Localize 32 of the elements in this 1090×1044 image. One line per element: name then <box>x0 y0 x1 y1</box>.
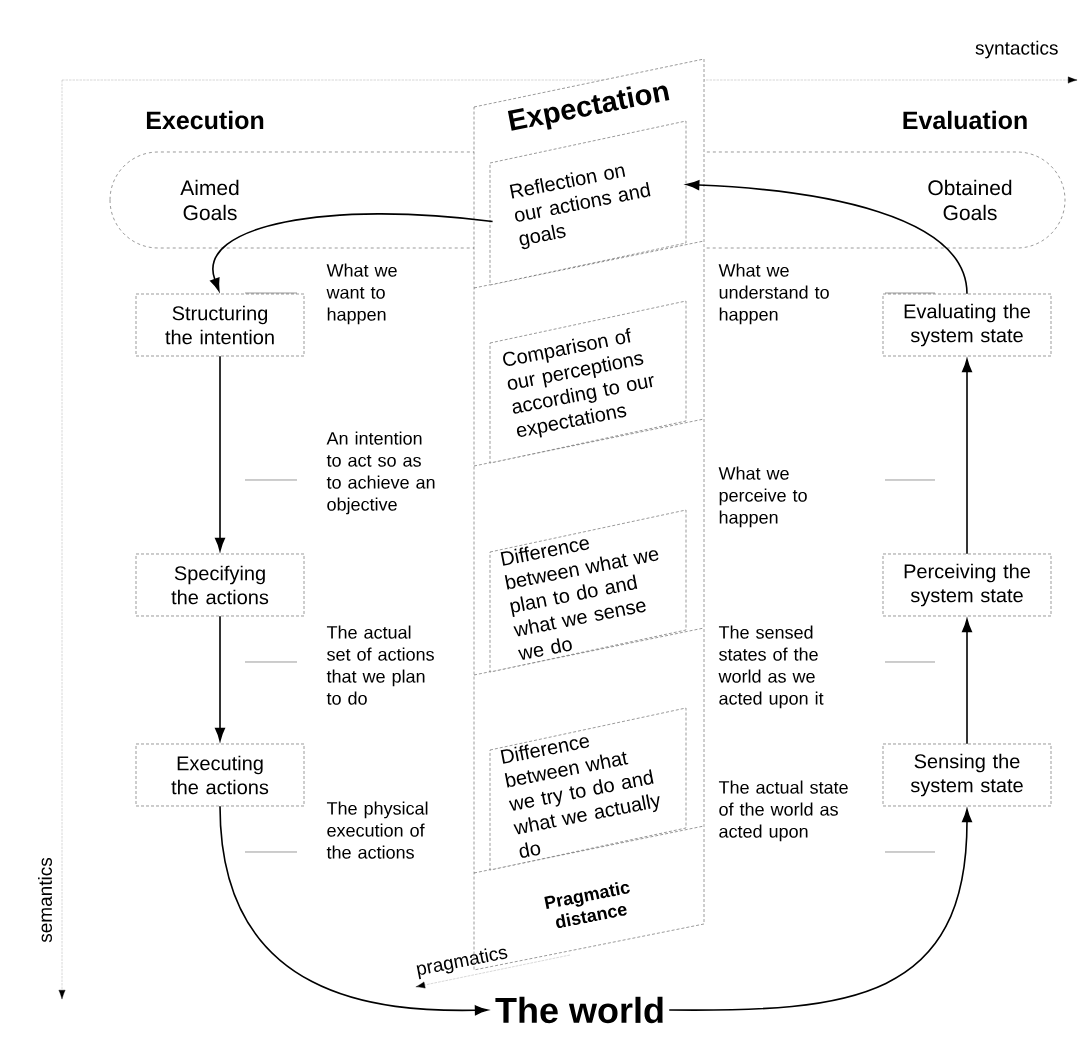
axis-label: semantics <box>38 857 52 943</box>
annotation-text: The physical execution of the actions <box>326 801 428 859</box>
annotation-text: What we want to happen <box>326 263 397 325</box>
annotation-text: The sensed states of the world as we acted upon it <box>718 625 824 709</box>
slanted-box: Difference between what we plan to do and what we sense we do <box>489 509 687 673</box>
heading: Execution <box>146 110 264 130</box>
process-box: Perceiving the system state <box>882 553 1052 617</box>
process-box: Sensing the system state <box>882 743 1052 807</box>
annotation-text: The actual state of the world as acted upon <box>718 780 848 842</box>
world-label: The world <box>495 996 663 1024</box>
arrow <box>215 355 225 551</box>
annotation-text: An intention to act so as to achieve an objective <box>326 431 435 515</box>
arrow <box>210 213 494 292</box>
process-box: Evaluating the system state <box>882 293 1052 357</box>
arrow <box>962 619 972 745</box>
process-box: Specifying the actions <box>135 553 305 617</box>
process-box: Structuring the intention <box>135 293 305 357</box>
slanted-box: Difference between what we try to do and what we actually do <box>489 707 687 871</box>
arrow <box>668 809 972 1011</box>
arrow <box>219 805 489 1016</box>
goal-label: Aimed Goals <box>180 179 239 221</box>
arrow <box>686 180 968 295</box>
goal-label: Obtained Goals <box>928 179 1012 221</box>
annotation-text: What we perceive to happen <box>718 466 807 528</box>
arrow <box>215 615 225 741</box>
annotation-text: The actual set of actions that we plan to do <box>326 625 434 705</box>
arrow <box>962 358 972 555</box>
process-box: Executing the actions <box>135 743 305 807</box>
heading: Evaluation <box>903 110 1027 130</box>
annotation-text: What we understand to happen <box>718 263 829 325</box>
slanted-box: Comparison of our perceptions according to our expectations <box>489 300 687 464</box>
axis-label: syntactics <box>975 40 1058 59</box>
